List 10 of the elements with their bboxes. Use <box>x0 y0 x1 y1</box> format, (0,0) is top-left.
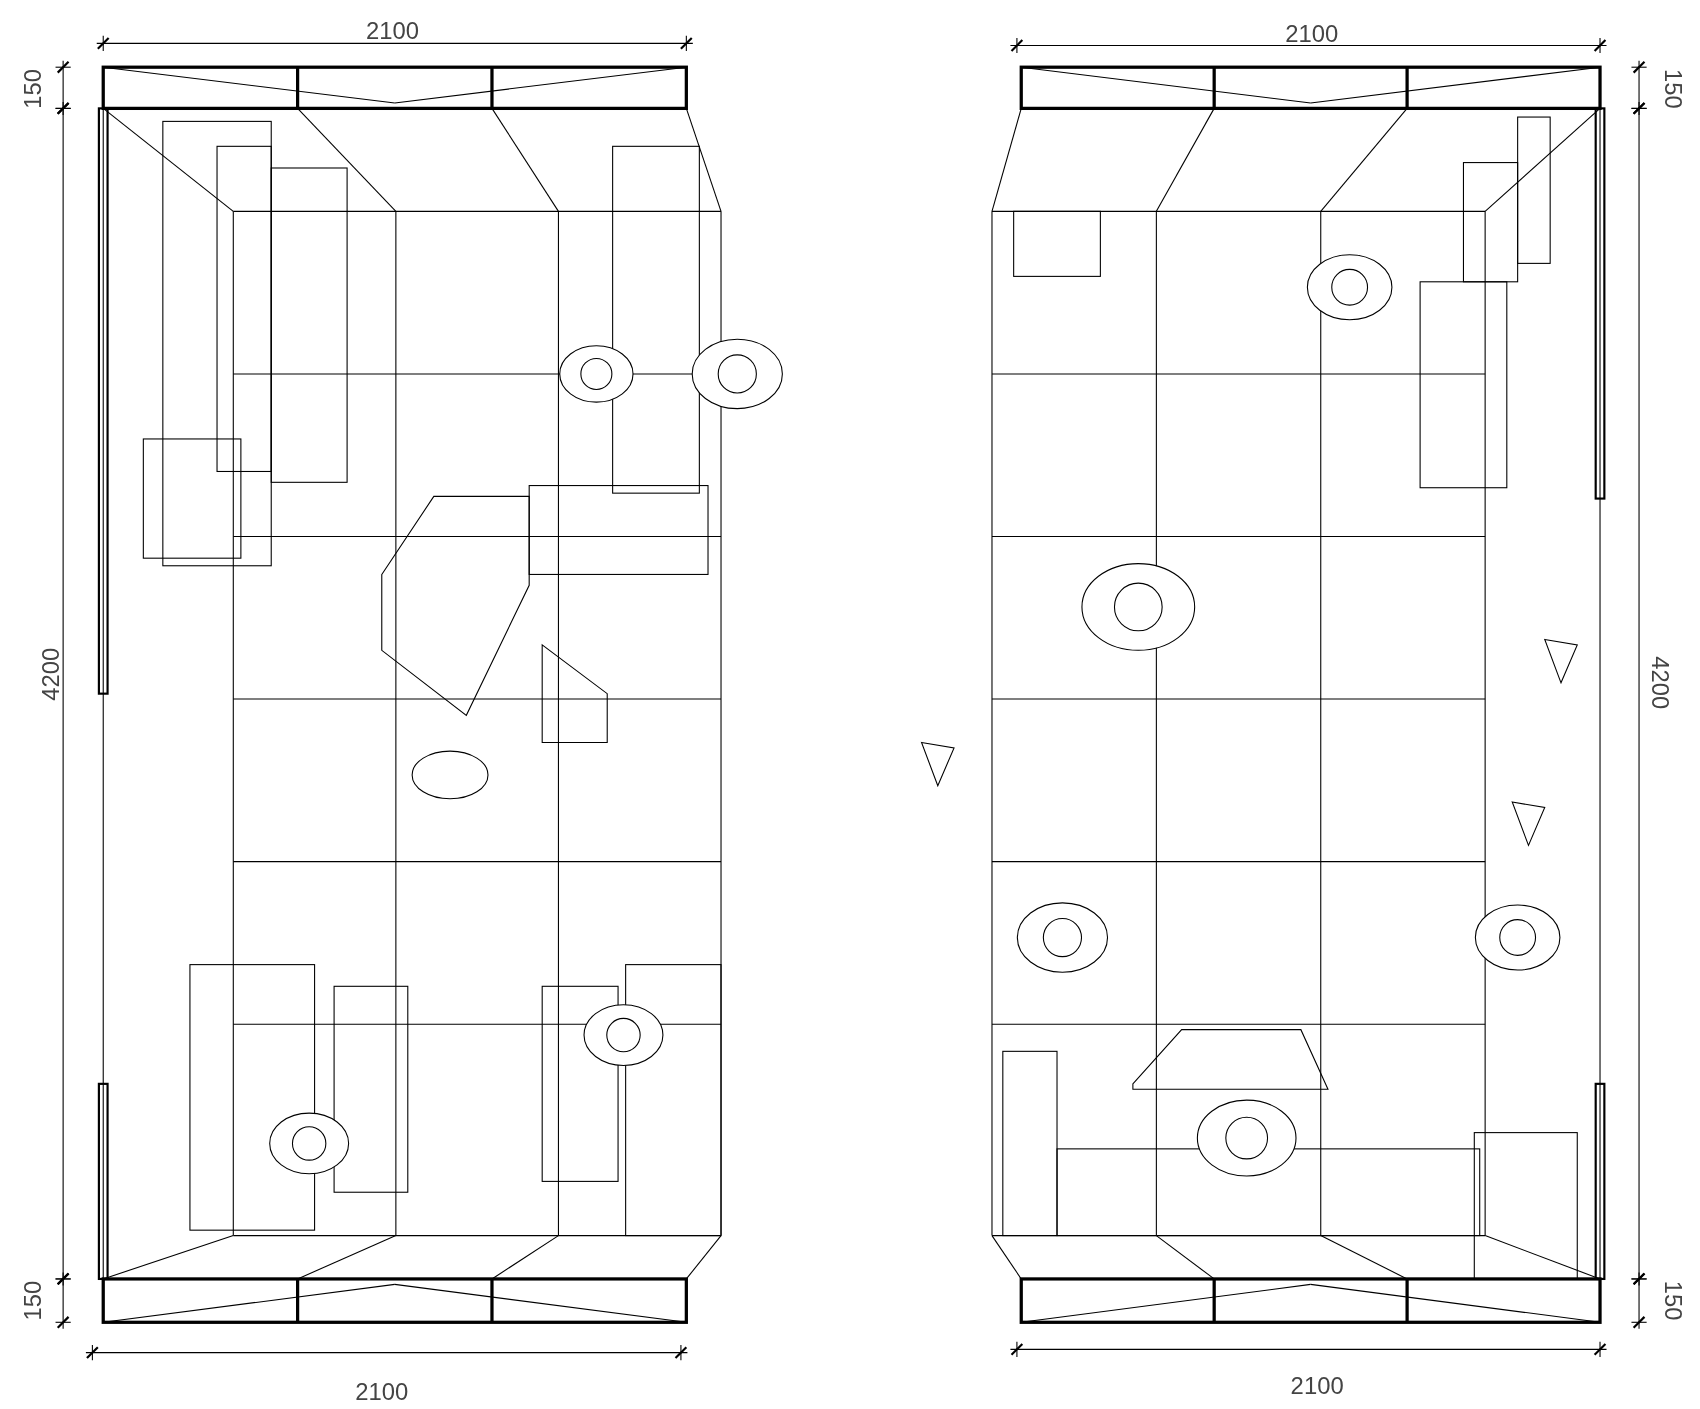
dimension-label: 2100 <box>355 1378 409 1406</box>
dimension-label: 2100 <box>366 16 420 44</box>
dimension-label: 150 <box>1660 69 1688 109</box>
dimension-label: 150 <box>19 1280 47 1321</box>
dimension-label: 2100 <box>1290 1371 1344 1399</box>
dimension-label: 2100 <box>1285 20 1339 48</box>
dimension-label: 4200 <box>36 647 64 701</box>
dimension-label: 150 <box>1660 1280 1688 1321</box>
dimension-label: 150 <box>19 69 47 109</box>
dimension-label: 4200 <box>1647 656 1675 710</box>
